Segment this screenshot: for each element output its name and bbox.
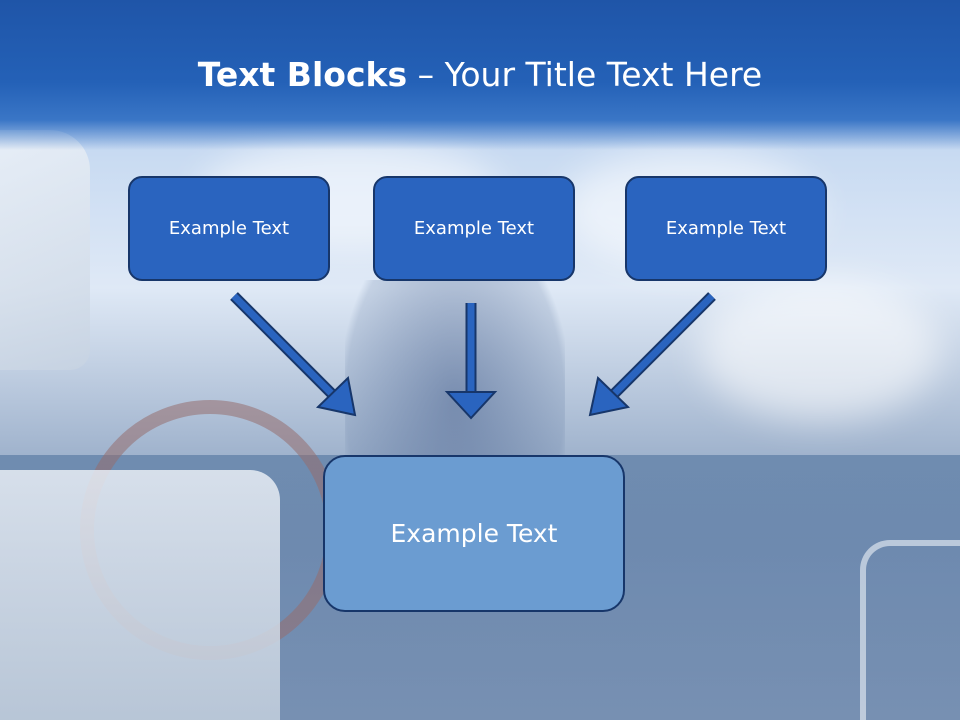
text-block-2-label: Example Text bbox=[413, 218, 535, 239]
target-text-block[interactable]: Example Text bbox=[323, 455, 625, 612]
target-text-block-label: Example Text bbox=[390, 519, 558, 548]
text-block-3-label: Example Text bbox=[665, 218, 787, 239]
arrow-left bbox=[230, 292, 357, 417]
background-boat-deck bbox=[0, 470, 280, 720]
text-block-1[interactable]: Example Text bbox=[128, 176, 330, 281]
slide-title-rest: – Your Title Text Here bbox=[417, 55, 763, 94]
background-rail bbox=[860, 540, 960, 720]
arrow-right bbox=[588, 292, 716, 417]
text-block-1-label: Example Text bbox=[168, 218, 290, 239]
background-boat-cabin bbox=[0, 130, 90, 370]
background-cloud bbox=[700, 280, 940, 420]
slide-title-bold: Text Blocks bbox=[197, 55, 408, 94]
text-block-2[interactable]: Example Text bbox=[373, 176, 575, 281]
text-block-3[interactable]: Example Text bbox=[625, 176, 827, 281]
title-band bbox=[0, 0, 960, 150]
slide-title: Text Blocks – Your Title Text Here bbox=[0, 52, 960, 98]
arrow-center bbox=[444, 303, 498, 420]
